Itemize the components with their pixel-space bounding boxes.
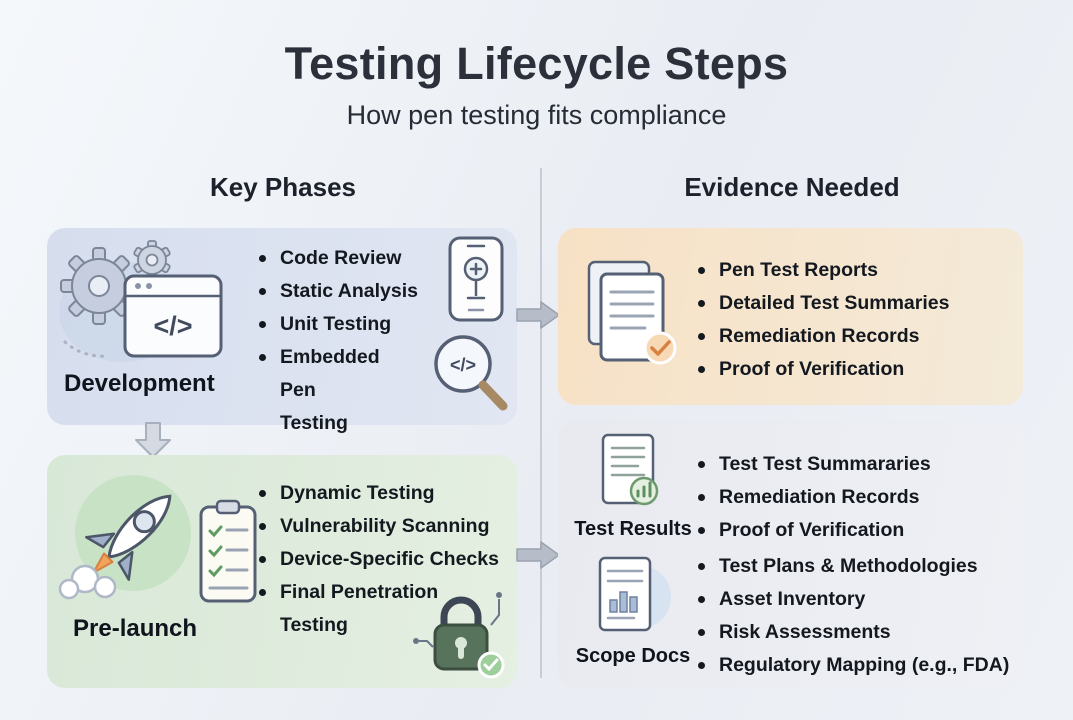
test-results-items-list: Test Test Summararies Remediation Record… (696, 448, 1018, 547)
list-item: Dynamic Testing (257, 477, 519, 510)
list-item: Final Penetration Testing (257, 576, 449, 642)
list-item: Risk Assessments (696, 616, 1024, 649)
list-item: Code Review (257, 242, 457, 275)
document-chart-icon (598, 432, 662, 510)
svg-text:</>: </> (153, 311, 192, 341)
evidence-needed-header: Evidence Needed (684, 172, 900, 202)
list-item: Test Plans & Methodologies (696, 550, 1024, 583)
evidence-label-scope-docs: Scope Docs (575, 645, 691, 667)
list-item: Test Test Summararies (696, 448, 1018, 481)
list-item: Device-Specific Checks (257, 543, 519, 576)
list-item: Asset Inventory (696, 583, 1024, 616)
mobile-medical-app-icon (447, 236, 505, 322)
column-divider (540, 168, 542, 678)
gears-code-window-icon: </> (51, 234, 257, 372)
padlock-check-icon (411, 583, 515, 679)
list-item: Proof of Verification (696, 353, 1018, 386)
phase-label-prelaunch: Pre-launch (73, 615, 198, 642)
document-bar-chart-icon (592, 552, 674, 642)
evidence-label-test-results: Test Results (574, 518, 692, 540)
list-item: Static Analysis (257, 275, 457, 308)
evidence-docs-card: Test Results Test Test Summararies Remed… (558, 420, 1023, 688)
right-arrow-icon (515, 539, 561, 571)
prelaunch-items-list: Dynamic Testing Vulnerability Scanning D… (257, 477, 519, 642)
prelaunch-phase-card: Pre-launch Dynamic Testing Vulnerability… (47, 455, 517, 688)
list-item: Unit Testing (257, 308, 457, 341)
list-item: Remediation Records (696, 481, 1018, 514)
phase-label-development: Development (64, 370, 215, 397)
magnifier-code-icon: </> (425, 328, 513, 416)
list-item: Remediation Records (696, 320, 1018, 353)
list-item: Pen Test Reports (696, 254, 1018, 287)
pen-test-reports-card: Pen Test Reports Detailed Test Summaries… (558, 228, 1023, 405)
list-item: Vulnerability Scanning (257, 510, 519, 543)
right-arrow-icon (515, 299, 561, 331)
reports-items-list: Pen Test Reports Detailed Test Summaries… (696, 254, 1018, 386)
svg-text:</>: </> (450, 355, 476, 375)
key-phases-header: Key Phases (210, 172, 356, 202)
rocket-checklist-icon (49, 459, 261, 617)
list-item: Detailed Test Summaries (696, 287, 1018, 320)
development-phase-card: </> </> Development Code Re (47, 228, 517, 434)
page-subtitle: How pen testing fits compliance (346, 100, 727, 130)
page-title: Testing Lifecycle Steps (284, 38, 789, 89)
scope-docs-items-list: Test Plans & Methodologies Asset Invento… (696, 550, 1024, 682)
down-arrow-icon (131, 421, 175, 459)
development-items-list: Code Review Static Analysis Unit Testing… (257, 242, 457, 440)
list-item: Proof of Verification (696, 514, 1018, 547)
document-check-icon (584, 258, 684, 368)
list-item: Embedded Pen Testing (257, 341, 389, 440)
list-item: Regulatory Mapping (e.g., FDA) (696, 649, 1024, 682)
